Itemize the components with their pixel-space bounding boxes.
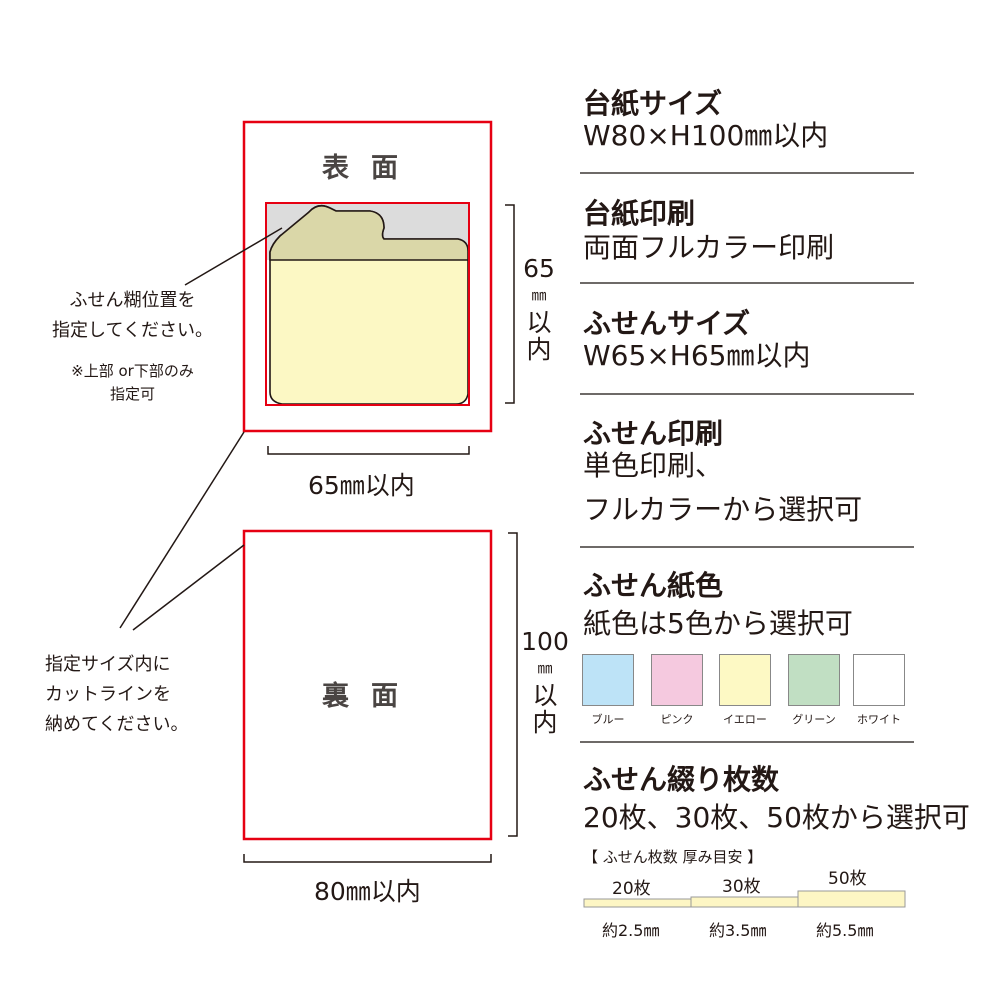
back-label: 裏面 (322, 681, 420, 712)
swatch-white (853, 654, 905, 706)
divider (580, 172, 914, 174)
thickness-bar-30 (690, 896, 799, 908)
glue-note: ふせん糊位置を 指定してください。 (30, 286, 235, 346)
spec-title: 台紙サイズ (583, 87, 723, 120)
thickness-bar-50 (797, 890, 906, 908)
thickness-bar-20 (583, 898, 692, 908)
glue-subnote-line: ※上部 or下部のみ (71, 362, 194, 380)
cut-note: 指定サイズ内に カットラインを 納めてください。 (45, 650, 188, 740)
swatch-pink (651, 654, 703, 706)
thickness-count: 50枚 (828, 869, 867, 889)
back-height-suffix-2: 内 (532, 708, 558, 737)
spec-body: W80×H100㎜以内 (583, 119, 829, 152)
swatch-yellow (719, 654, 771, 706)
spec-body: 20枚、30枚、50枚から選択可 (583, 801, 970, 834)
swatch-label: ホワイト (857, 713, 901, 726)
spec-title: ふせん紙色 (583, 569, 724, 602)
glue-leader-line (184, 227, 283, 286)
thickness-count: 20枚 (612, 879, 651, 899)
back-height-bracket (508, 532, 518, 837)
glue-subnote: ※上部 or下部のみ 指定可 (40, 360, 225, 406)
back-width-label: 80㎜以内 (314, 877, 421, 906)
spec-title: 台紙印刷 (583, 197, 696, 230)
front-height-suffix-1: 以 (526, 308, 552, 337)
thickness-value: 約3.5㎜ (709, 921, 767, 940)
spec-body: 両面フルカラー印刷 (583, 231, 835, 264)
back-height-suffix-1: 以 (532, 681, 558, 710)
glue-overlay (269, 204, 469, 261)
spec-title: ふせんサイズ (583, 307, 751, 340)
back-height-unit: ㎜ (537, 659, 553, 677)
spec-body: W65×H65㎜以内 (583, 339, 811, 372)
swatch-label: グリーン (792, 713, 836, 726)
back-board-outline (242, 529, 493, 841)
swatch-blue (582, 654, 634, 706)
spec-title: ふせん綴り枚数 (583, 763, 780, 796)
front-height-bracket (505, 204, 515, 404)
front-height-unit: ㎜ (531, 286, 547, 304)
thickness-value: 約2.5㎜ (602, 921, 660, 940)
sticky-size-outline (265, 202, 470, 406)
front-width-label: 65㎜以内 (308, 471, 415, 500)
cut-leader-line-1 (119, 431, 245, 629)
glue-note-line: ふせん糊位置を (69, 290, 196, 311)
divider (580, 393, 914, 395)
cut-note-line: カットラインを (45, 684, 171, 705)
thickness-title: 【 ふせん枚数 厚み目安 】 (583, 848, 763, 866)
divider (580, 741, 914, 743)
front-height-label: 65 ㎜ 以 内 (520, 255, 558, 363)
back-width-bracket (243, 854, 492, 863)
thickness-value: 約5.5㎜ (816, 921, 874, 940)
glue-subnote-line: 指定可 (109, 385, 155, 403)
spec-title: ふせん印刷 (583, 417, 724, 450)
thickness-count: 30枚 (722, 877, 761, 897)
back-height-value: 100 (521, 627, 569, 656)
swatch-green (788, 654, 840, 706)
divider (580, 546, 914, 548)
spec-body: フルカラーから選択可 (583, 493, 863, 526)
front-board-outline (242, 120, 493, 433)
swatch-label: ピンク (660, 713, 694, 726)
cut-leader-line-2 (132, 544, 245, 631)
glue-note-line: 指定してください。 (52, 320, 213, 341)
cut-note-line: 納めてください。 (45, 714, 189, 735)
swatch-label: ブルー (591, 713, 625, 726)
cut-note-line: 指定サイズ内に (45, 654, 171, 675)
spec-body: 単色印刷、 (583, 449, 724, 482)
front-height-value: 65 (523, 254, 555, 283)
front-label: 表面 (322, 153, 420, 184)
back-height-label: 100 ㎜ 以 内 (520, 628, 570, 736)
front-width-bracket (267, 446, 470, 455)
front-height-suffix-2: 内 (526, 335, 552, 364)
divider (580, 282, 914, 284)
swatch-label: イエロー (723, 713, 767, 726)
spec-body: 紙色は5色から選択可 (583, 607, 853, 640)
